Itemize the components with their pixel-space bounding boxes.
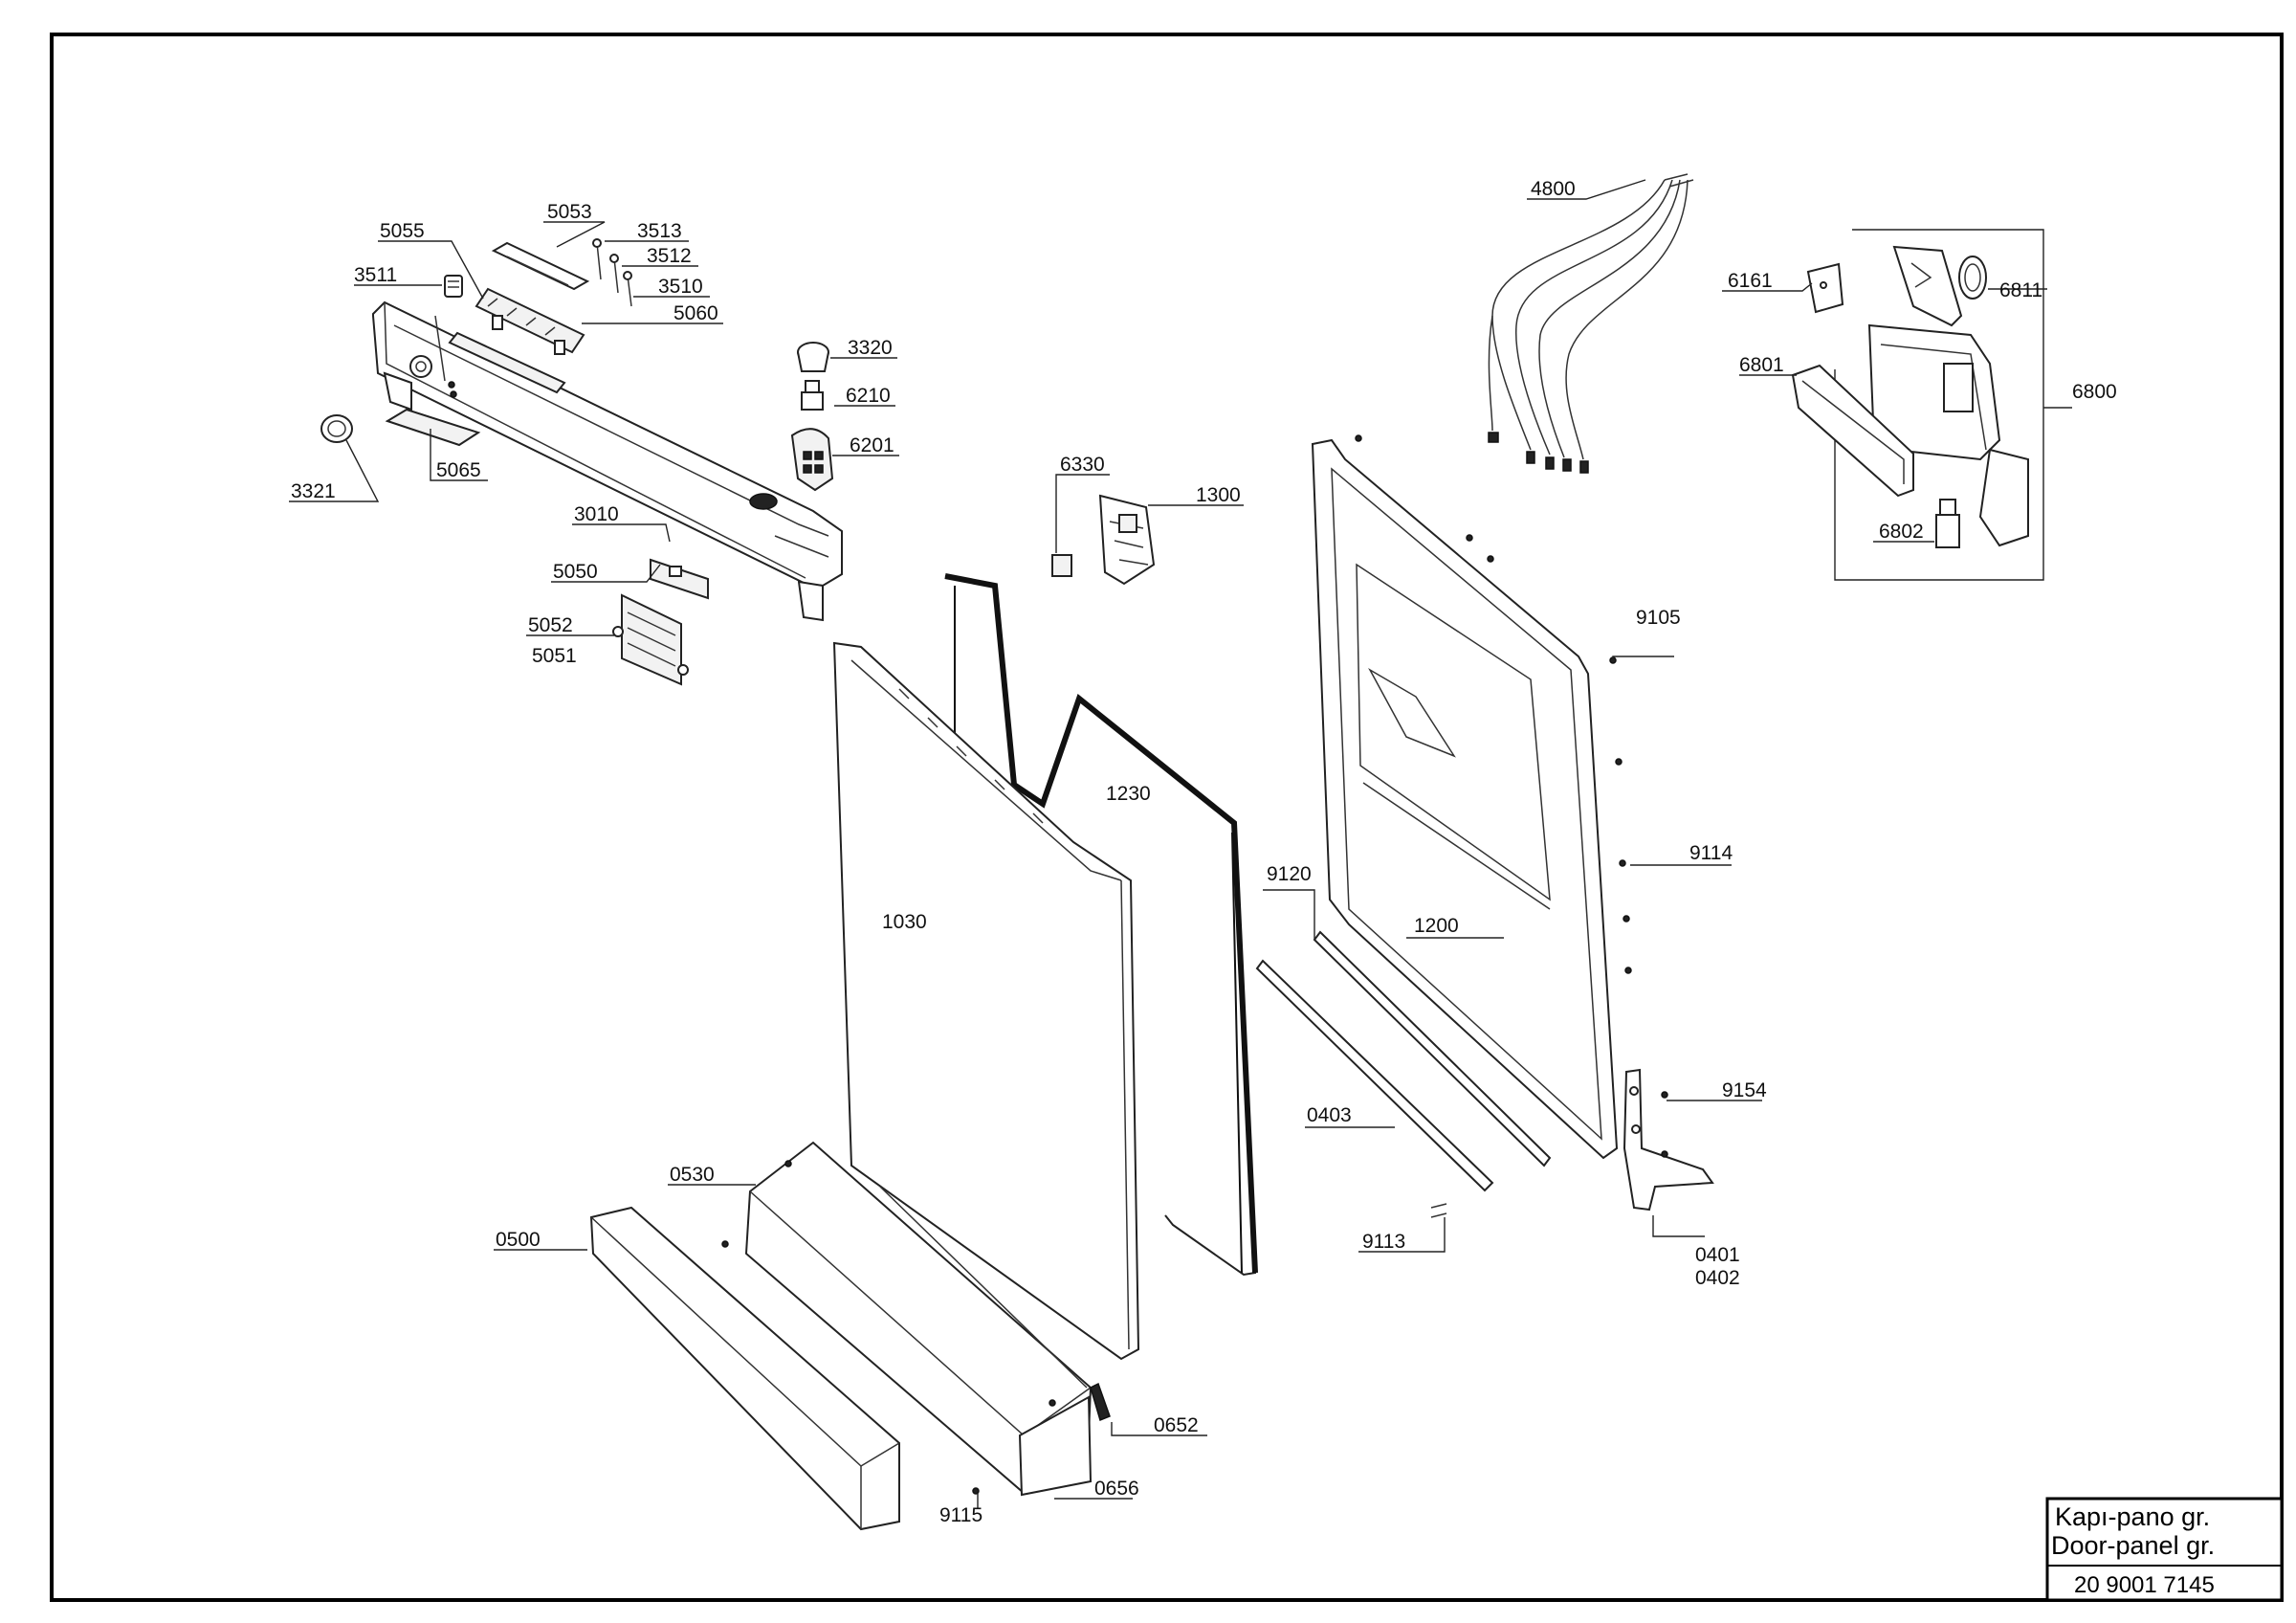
module-5051-5052 <box>612 593 689 686</box>
callout-5053: 5053 <box>547 201 592 223</box>
callout-9114: 9114 <box>1689 842 1733 864</box>
drawing-frame <box>50 33 2284 1602</box>
title-block: Kapı-pano gr. Door-panel gr. 20 9001 714… <box>2045 1497 2284 1602</box>
callout-1230: 1230 <box>1106 783 1151 805</box>
callout-3510: 3510 <box>658 276 703 298</box>
callout-3321: 3321 <box>291 480 336 502</box>
clips-9113 <box>1430 1203 1447 1218</box>
callout-5052: 5052 <box>528 614 573 636</box>
callout-9113: 9113 <box>1362 1231 1405 1253</box>
panel-label-5053 <box>491 241 590 291</box>
strip-0403 <box>1255 959 1494 1192</box>
clip-6330 <box>1051 554 1072 577</box>
callout-6800: 6800 <box>2072 381 2117 403</box>
part-6210 <box>801 380 824 411</box>
control-panel-3010 <box>372 300 843 622</box>
callout-0652: 0652 <box>1154 1414 1199 1436</box>
bracket-6161 <box>1806 262 1844 314</box>
part-6201 <box>790 428 834 492</box>
callout-9105: 9105 <box>1636 607 1681 629</box>
callout-3010: 3010 <box>574 503 619 525</box>
cover-0656 <box>1018 1395 1093 1497</box>
title-line-2: Door-panel gr. <box>2051 1531 2215 1560</box>
callout-0500: 0500 <box>496 1229 541 1251</box>
strip-0652 <box>1090 1382 1111 1422</box>
callout-3512: 3512 <box>647 245 692 267</box>
inner-door-1200 <box>1311 438 1619 1160</box>
switch-3511 <box>444 275 463 298</box>
callout-1200: 1200 <box>1414 915 1459 937</box>
drawing-code: 20 9001 7145 <box>2074 1572 2215 1598</box>
callout-5060: 5060 <box>673 302 718 324</box>
strip-9120 <box>1313 930 1552 1167</box>
callout-3511: 3511 <box>354 264 397 286</box>
callout-6201: 6201 <box>850 434 894 456</box>
callout-0530: 0530 <box>670 1164 715 1186</box>
board-5050 <box>650 558 709 600</box>
callout-3513: 3513 <box>637 220 682 242</box>
callout-9154: 9154 <box>1722 1079 1767 1101</box>
gasket-6801 <box>1791 364 1914 498</box>
hinge-1300 <box>1098 494 1156 586</box>
callout-6210: 6210 <box>846 385 891 407</box>
knob-3321 <box>320 414 353 443</box>
callout-6801: 6801 <box>1739 354 1784 376</box>
seal-6811 <box>1958 256 1987 300</box>
callout-3320: 3320 <box>848 337 893 359</box>
callout-4800: 4800 <box>1531 178 1576 200</box>
button-3320 <box>797 342 829 372</box>
actuator-6802 <box>1935 499 1960 548</box>
title-line-1: Kapı-pano gr. <box>2055 1502 2210 1531</box>
callout-6802: 6802 <box>1879 521 1924 543</box>
callout-0401: 0401 <box>1695 1244 1740 1266</box>
callout-9120: 9120 <box>1267 863 1312 885</box>
plate-5065 <box>385 408 481 447</box>
callout-9115: 9115 <box>939 1504 982 1526</box>
callout-labels: 5053 5055 3513 3512 3511 3510 5060 3320 … <box>291 178 2117 1526</box>
kick-plate-0500 <box>589 1206 900 1531</box>
callout-5051: 5051 <box>532 645 577 667</box>
callout-5065: 5065 <box>436 459 481 481</box>
callout-0656: 0656 <box>1094 1478 1139 1500</box>
callout-5050: 5050 <box>553 561 598 583</box>
callout-1300: 1300 <box>1196 484 1241 506</box>
board-5060 <box>475 287 585 355</box>
frame-screws <box>721 434 1668 1495</box>
callout-6811: 6811 <box>1999 279 2042 301</box>
dispenser-6800 <box>1834 229 2044 581</box>
hinge-0401-0402 <box>1623 1068 1714 1212</box>
callout-6330: 6330 <box>1060 454 1105 476</box>
callout-5055: 5055 <box>380 220 425 242</box>
callout-1030: 1030 <box>882 911 927 933</box>
leader-lines <box>289 179 2072 1508</box>
callout-0402: 0402 <box>1695 1267 1740 1289</box>
callout-0403: 0403 <box>1307 1104 1352 1126</box>
harness-4800 <box>1488 173 1694 474</box>
screws-3510-3512-3513 <box>592 238 632 307</box>
door-panel-1030 <box>832 641 1140 1361</box>
callout-6161: 6161 <box>1728 270 1773 292</box>
